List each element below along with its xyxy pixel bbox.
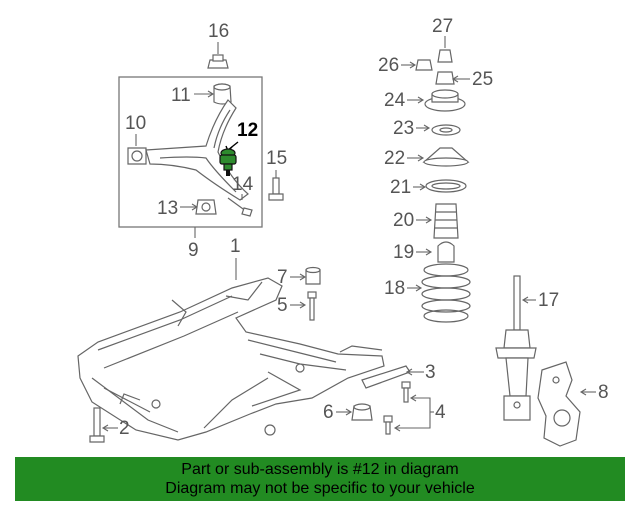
callout-7[interactable]: 7	[277, 267, 288, 288]
boot-20	[433, 203, 459, 239]
cap-27	[437, 49, 453, 63]
callout-14[interactable]: 14	[232, 174, 254, 195]
callout-3[interactable]: 3	[425, 362, 436, 383]
nut-26	[415, 59, 433, 71]
callout-10[interactable]: 10	[125, 113, 146, 134]
callout-11[interactable]: 11	[171, 85, 191, 106]
callout-20[interactable]: 20	[393, 210, 414, 231]
subframe-1	[77, 277, 385, 441]
callout-6[interactable]: 6	[323, 402, 334, 423]
callout-24[interactable]: 24	[384, 90, 406, 111]
callout-23[interactable]: 23	[393, 118, 414, 139]
mount-24	[424, 89, 466, 112]
callout-19[interactable]: 19	[393, 242, 414, 263]
info-banner: Part or sub-assembly is #12 in diagram D…	[15, 457, 625, 501]
bolt-2	[89, 407, 105, 443]
banner-line-1: Part or sub-assembly is #12 in diagram	[181, 461, 459, 478]
bolt-15	[268, 177, 284, 201]
callout-22[interactable]: 22	[384, 148, 405, 169]
callout-15[interactable]: 15	[266, 148, 287, 169]
callout-5[interactable]: 5	[277, 295, 288, 316]
knuckle-8	[537, 361, 581, 447]
bolts-4	[383, 381, 411, 435]
callout-27[interactable]: 27	[432, 16, 453, 37]
callout-8[interactable]: 8	[598, 382, 609, 403]
callout-13[interactable]: 13	[157, 198, 178, 219]
callout-18[interactable]: 18	[384, 278, 405, 299]
callout-1[interactable]: 1	[230, 236, 241, 257]
nut-25	[435, 71, 455, 85]
callout-26[interactable]: 26	[378, 55, 399, 76]
strut-17	[495, 275, 537, 421]
stud-5	[307, 291, 317, 321]
callout-12[interactable]: 12	[237, 120, 258, 141]
callout-21[interactable]: 21	[390, 177, 411, 198]
banner-line-2: Diagram may not be specific to your vehi…	[165, 480, 475, 497]
bump-stop-19	[437, 241, 455, 263]
coil-spring-18	[421, 263, 471, 323]
callout-17[interactable]: 17	[538, 290, 559, 311]
callout-9[interactable]: 9	[188, 240, 199, 261]
callout-4[interactable]: 4	[435, 402, 446, 423]
callout-16[interactable]: 16	[208, 21, 229, 42]
control-arm	[145, 99, 249, 201]
callout-2[interactable]: 2	[119, 418, 130, 439]
ball-joint-12[interactable]	[219, 148, 237, 176]
callout-25[interactable]: 25	[472, 69, 493, 90]
